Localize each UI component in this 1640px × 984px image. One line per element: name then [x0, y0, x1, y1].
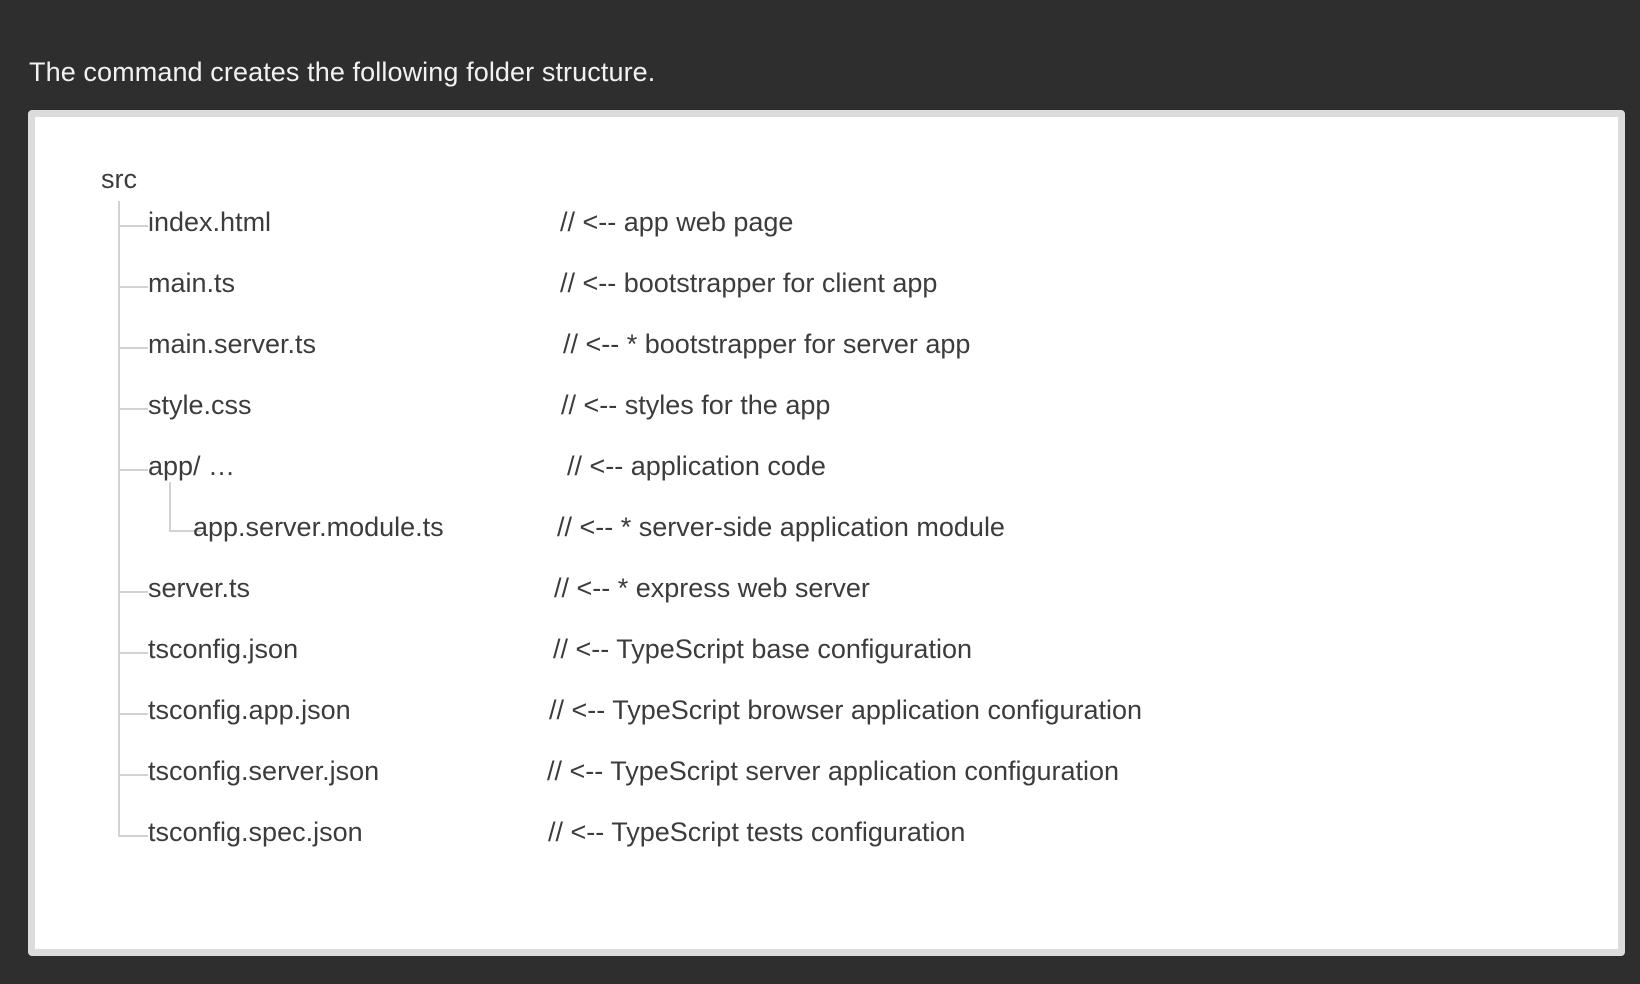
tree-branch-connector [118, 347, 148, 349]
tree-node-name: server.ts [148, 573, 251, 603]
tree-branch-connector [118, 652, 148, 654]
folder-tree: src index.html // <-- app web page main.ts… [35, 117, 1618, 949]
tree-branch-connector [118, 225, 148, 227]
tree-node-name: main.ts [148, 268, 236, 298]
tree-row: tsconfig.json // <-- TypeScript base conf… [35, 622, 1618, 683]
tree-row: tsconfig.server.json // <-- TypeScript se… [35, 744, 1618, 805]
tree-node-comment: // <-- bootstrapper for client app [560, 268, 938, 298]
tree-node-comment: // <-- app web page [560, 207, 794, 237]
tree-branch-connector [118, 591, 148, 593]
tree-elbow-connector [169, 530, 201, 532]
tree-row: server.ts // <-- * express web server [35, 561, 1618, 622]
tree-node-comment: // <-- * server-side application module [557, 512, 1005, 542]
tree-node-name: tsconfig.json [148, 634, 299, 664]
tree-row: app.server.module.ts // <-- * server-side… [35, 482, 1618, 561]
tree-node-comment: // <-- TypeScript base configuration [553, 634, 972, 664]
intro-paragraph: The command creates the following folder… [29, 57, 656, 87]
tree-root-label: src [101, 164, 137, 194]
tree-row: style.css // <-- styles for the app [35, 378, 1618, 439]
tree-spine-line [118, 201, 120, 837]
tree-node-comment: // <-- application code [567, 451, 826, 481]
tree-row: main.ts // <-- bootstrapper for client ap… [35, 256, 1618, 317]
tree-node-comment: // <-- TypeScript server application con… [547, 756, 1120, 786]
tree-branch-connector [118, 835, 148, 837]
tree-branch-connector [118, 408, 148, 410]
tree-node-comment: // <-- TypeScript browser application co… [549, 695, 1143, 725]
tree-node-comment: // <-- * express web server [554, 573, 870, 603]
tree-node-comment: // <-- styles for the app [561, 390, 831, 420]
tree-node-name: main.server.ts [148, 329, 317, 359]
tree-row: tsconfig.spec.json // <-- TypeScript test… [35, 805, 1618, 866]
tree-row: tsconfig.app.json // <-- TypeScript brows… [35, 683, 1618, 744]
tree-branch-connector [118, 774, 148, 776]
folder-structure-card: src index.html // <-- app web page main.ts… [28, 110, 1625, 956]
tree-node-name: style.css [148, 390, 252, 420]
tree-node-name: tsconfig.app.json [148, 695, 351, 725]
tree-row: index.html // <-- app web page [35, 195, 1618, 256]
tree-branch-line [169, 482, 171, 530]
tree-node-comment: // <-- * bootstrapper for server app [563, 329, 971, 359]
tree-node-name: tsconfig.server.json [148, 756, 380, 786]
tree-branch-connector [118, 469, 148, 471]
tree-branch-connector [118, 286, 148, 288]
tree-row: main.server.ts // <-- * bootstrapper for … [35, 317, 1618, 378]
tree-node-name: app/ … [148, 451, 236, 481]
tree-node-name: app.server.module.ts [193, 512, 444, 542]
tree-node-name: tsconfig.spec.json [148, 817, 363, 847]
tree-node-name: index.html [148, 207, 272, 237]
tree-node-comment: // <-- TypeScript tests configuration [548, 817, 966, 847]
tree-branch-connector [118, 713, 148, 715]
tree-row: app/ … // <-- application code [35, 439, 1618, 500]
